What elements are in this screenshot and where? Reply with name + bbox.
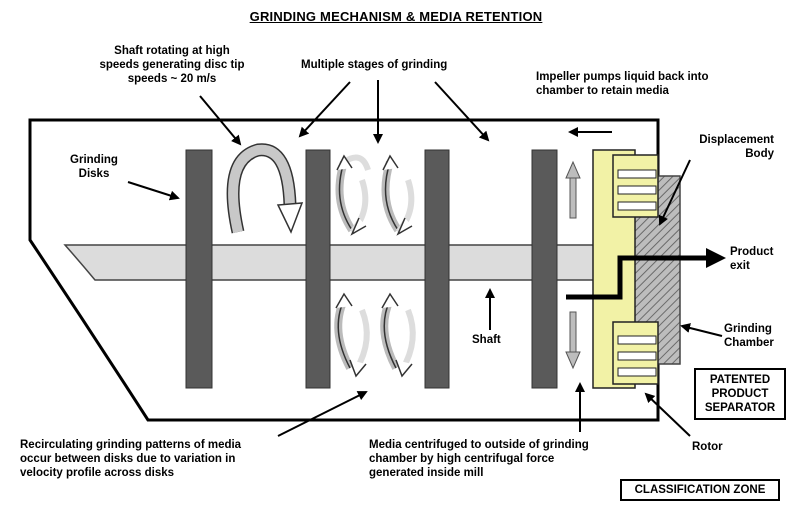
label-line: Disks [78,168,110,180]
curved-rotation-arrow-icon [226,143,304,234]
label-line: Grinding [724,323,772,335]
label-line: speeds generating disc tip [99,59,245,71]
recirculation-arrow-icon [335,154,415,236]
label-line: Product [730,246,774,258]
media-outward-arrow-top [565,160,581,219]
grinding-disk-4 [531,149,558,389]
label-media-centrifuged: Media centrifuged to outside of grinding… [369,438,589,480]
grinding-disk-2 [305,149,331,389]
pointer-arrow-icon [127,80,723,437]
label-line: exit [730,260,750,272]
label-line: PATENTED [709,374,771,386]
label-grinding-disks: Grinding Disks [54,153,134,181]
label-line: Displacement [699,134,774,146]
label-classification-zone: CLASSIFICATION ZONE [620,479,780,501]
label-line: SEPARATOR [704,402,776,414]
label-rotor: Rotor [692,441,723,453]
label-product-exit: Product exit [730,245,773,273]
label-line: generated inside mill [369,467,484,479]
label-line: Shaft rotating at high [114,45,230,57]
grinding-disk-1 [185,149,213,389]
rotor-separator [592,149,659,389]
label-line: chamber by high centrifugal force [369,453,555,465]
recirculation-arrow-icon [334,292,416,378]
label-displacement-body: Displacement Body [680,133,774,161]
label-line: Recirculating grinding patterns of media [20,439,242,451]
label-grinding-chamber: Grinding Chamber [724,322,774,350]
label-recirculating: Recirculating grinding patterns of media… [20,438,241,480]
label-shaft-rotating: Shaft rotating at high speeds generating… [72,44,272,86]
label-line: Media centrifuged to outside of grinding [369,439,589,451]
label-line: PRODUCT [711,388,769,400]
label-line: speeds ~ 20 m/s [127,73,217,85]
grinding-disk-3 [424,149,450,389]
label-line: Grinding [70,154,118,166]
label-line: occur between disks due to variation in [20,453,236,465]
label-multiple-stages: Multiple stages of grinding [301,59,448,71]
label-impeller: Impeller pumps liquid back into chamber … [536,70,709,98]
label-line: Chamber [724,337,774,349]
media-outward-arrow-bottom [565,311,581,370]
product-exit-arrowhead [706,248,726,268]
product-exit-path [566,255,708,300]
label-line: velocity profile across disks [20,467,175,479]
label-patented-separator: PATENTED PRODUCT SEPARATOR [694,368,786,420]
label-line: chamber to retain media [536,85,669,97]
label-line: Body [745,148,774,160]
label-shaft: Shaft [472,334,501,346]
label-line: Impeller pumps liquid back into [536,71,709,83]
diagram-title: GRINDING MECHANISM & MEDIA RETENTION [249,9,543,24]
